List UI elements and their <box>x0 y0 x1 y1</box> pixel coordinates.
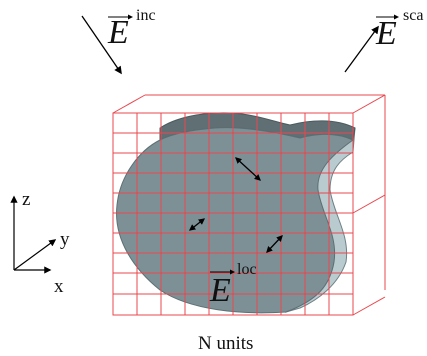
local-field-superscript: loc <box>237 261 257 278</box>
vector-overbars <box>108 14 399 275</box>
coordinate-axes <box>10 195 57 274</box>
scattered-field-superscript: sca <box>403 7 424 24</box>
incident-field-symbol: E <box>108 14 129 51</box>
scattered-wave-arrow <box>344 25 379 73</box>
y-axis-label: y <box>60 229 70 250</box>
grid-size-caption: N units <box>198 333 254 354</box>
grid-front <box>112 112 354 316</box>
scattered-field-symbol: E <box>376 15 397 52</box>
y-axis <box>13 239 57 271</box>
particle-main-face <box>116 127 355 314</box>
incident-wave-arrow <box>81 15 122 75</box>
z-axis-label: z <box>22 189 31 210</box>
local-field-symbol: E <box>210 272 231 309</box>
incident-field-superscript: inc <box>136 7 156 24</box>
dipole-arrow <box>266 235 283 253</box>
local-dipoles <box>188 157 283 253</box>
x-axis-label: x <box>54 276 64 297</box>
dipole-arrow <box>235 157 261 181</box>
grid-back-edges <box>112 94 386 290</box>
dipole-arrow <box>188 218 206 231</box>
grid-depth-edges <box>352 94 386 316</box>
